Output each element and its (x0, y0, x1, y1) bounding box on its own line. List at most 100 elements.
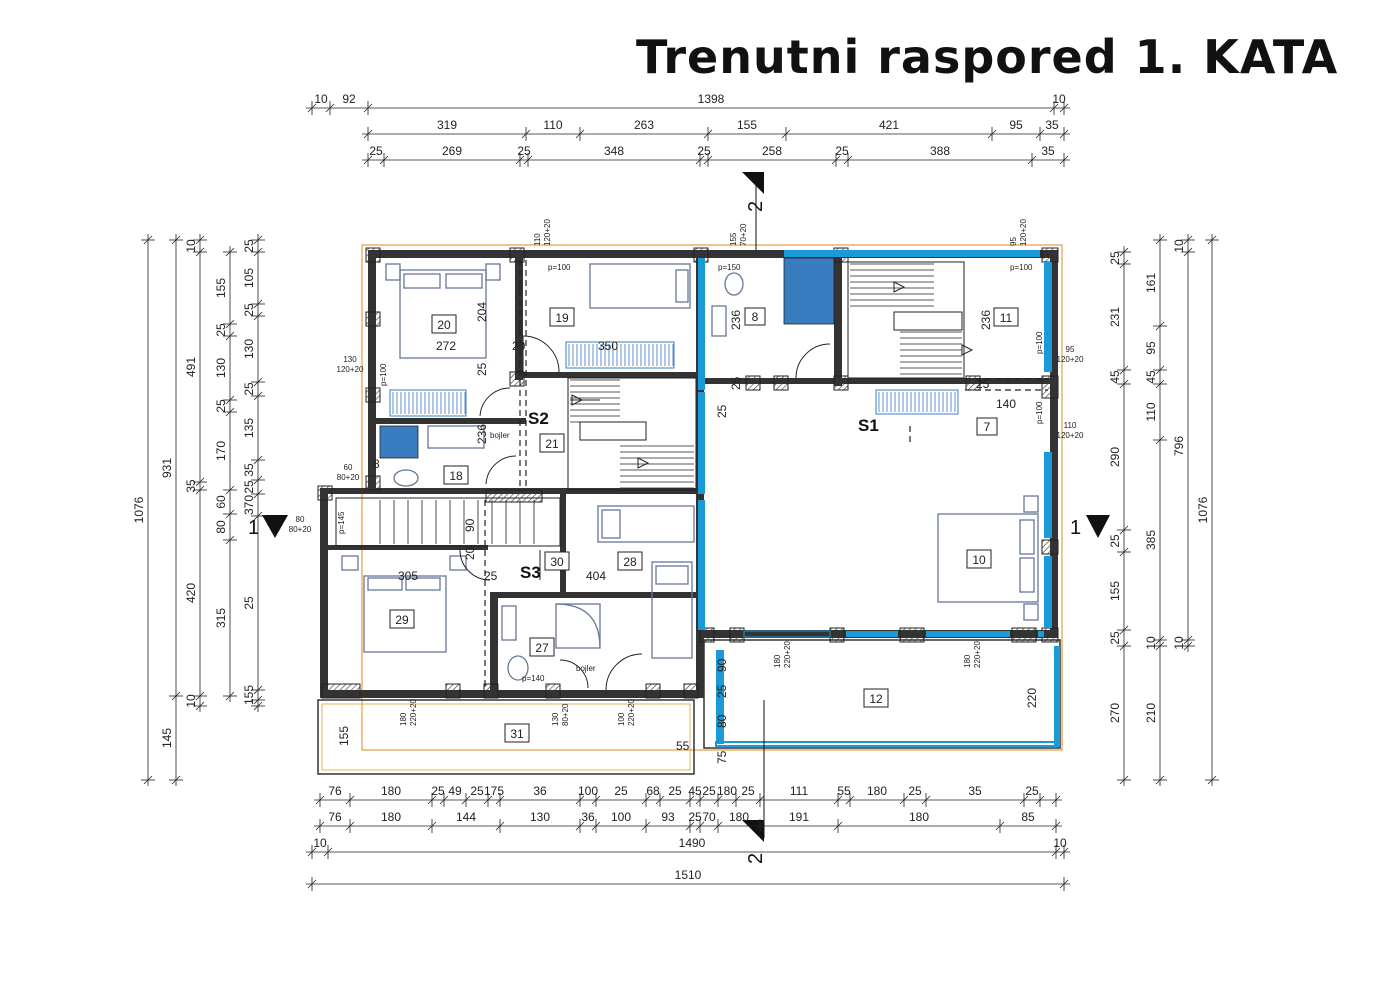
bottom-dim-row1-label: 76 (328, 784, 342, 798)
opening-label: 100 (617, 712, 626, 726)
bottom-dim-row1-label: 25 (702, 784, 716, 798)
bottom-dim-row1-label: 35 (968, 784, 982, 798)
right-dim-inner-label: 270 (1108, 703, 1122, 723)
right-dim-second-label: 385 (1144, 530, 1158, 550)
room-8: 8 (752, 310, 759, 324)
svg-text:350: 350 (598, 339, 618, 353)
svg-text:p=150: p=150 (718, 263, 741, 272)
left-dim-fifth-label: 25 (242, 303, 256, 317)
left-dim-fifth-label: 25 (242, 596, 256, 610)
radiators (389, 341, 959, 417)
bottom-dim-row1-label: 25 (908, 784, 922, 798)
svg-text:p=140: p=140 (522, 674, 545, 683)
bottom-dim-row2-label: 180 (729, 810, 749, 824)
svg-text:p=100: p=100 (548, 263, 571, 272)
zone-s3: S3 (520, 563, 541, 582)
svg-text:272: 272 (436, 339, 456, 353)
bottom-dim-row1-label: 111 (790, 784, 809, 798)
right-dim-inner-label: 231 (1108, 307, 1122, 327)
svg-text:20: 20 (463, 546, 477, 560)
stair-s2 (567, 377, 697, 491)
left-dim-fourth-label: 155 (214, 278, 228, 298)
right-dim-inner-label: 25 (1108, 534, 1122, 548)
svg-text:204: 204 (475, 302, 489, 322)
right-dim-inner-label: 45 (1108, 370, 1122, 384)
opening-label: 120+20 (1019, 219, 1028, 246)
top-dim-row1-label: 1398 (698, 92, 725, 106)
room-boxes (389, 307, 1019, 743)
interior-dims: 272 204 350 236 236 140 305 404 20 25 23… (337, 302, 1039, 764)
bottom-dim-row3-label: 10 (1053, 836, 1067, 850)
opening-label: 70+20 (739, 223, 748, 246)
opening-label: 130 (551, 712, 560, 726)
room-28: 28 (623, 555, 637, 569)
opening-label: 110 (1064, 421, 1077, 430)
opening-label: 220+20 (783, 641, 792, 668)
svg-text:p=100: p=100 (1035, 331, 1044, 354)
bottom-dim-row1-label: 25 (470, 784, 484, 798)
right-dim-third-label: 10 (1172, 636, 1186, 650)
right-dim-second-label: 110 (1144, 402, 1158, 421)
left-dim-third-label: 10 (184, 694, 198, 708)
svg-text:25: 25 (976, 377, 990, 391)
room-20: 20 (437, 318, 451, 332)
bottom-dim-row3-label: 10 (313, 836, 327, 850)
top-dim-row2-label: 155 (737, 118, 757, 132)
opening-label: 95 (1066, 345, 1075, 354)
bottom-dim-row3-label: 1490 (679, 836, 706, 850)
top-dim-row3-label: 269 (442, 144, 462, 158)
top-dim-row3-label: 388 (930, 144, 950, 158)
opening-label: 120+20 (1057, 431, 1084, 440)
svg-text:20: 20 (512, 339, 526, 353)
opening-label: 95 (1009, 237, 1018, 246)
top-dim-row3-label: 35 (1041, 144, 1055, 158)
opening-label: 220+20 (973, 641, 982, 668)
svg-text:bojler: bojler (490, 431, 510, 440)
top-dim-row2-label: 319 (437, 118, 457, 132)
opening-label: 180 (773, 654, 782, 668)
right-dim-inner-label: 25 (1108, 251, 1122, 265)
bottom-dim-row2-label: 180 (909, 810, 929, 824)
bottom-dim-row1-label: 25 (1025, 784, 1039, 798)
window-annotations: p=100 p=100 p=150 p=100 p=100 p=100 p=14… (337, 263, 1044, 683)
top-dim-row3-label: 348 (604, 144, 624, 158)
top-dim-row3-label: 258 (762, 144, 782, 158)
top-dim-row1-label: 92 (342, 92, 356, 106)
bottom-dim-row1-label: 25 (668, 784, 682, 798)
svg-text:p=100: p=100 (1035, 401, 1044, 424)
cut-label-bottom: 2 (745, 853, 767, 864)
bottom-dim-row1-label: 45 (688, 784, 702, 798)
zone-s1: S1 (858, 416, 879, 435)
svg-text:25: 25 (715, 684, 729, 698)
svg-text:236: 236 (729, 310, 743, 330)
top-dim-row2-label: 95 (1009, 118, 1023, 132)
svg-text:p=100: p=100 (379, 363, 388, 386)
top-dim-row3-label: 25 (697, 144, 711, 158)
room-27: 27 (535, 641, 549, 655)
room-19: 19 (555, 311, 569, 325)
opening-label: 155 (729, 232, 738, 246)
bottom-dim-row2-label: 25 (688, 810, 702, 824)
opening-label: 180 (399, 712, 408, 726)
svg-text:p=145: p=145 (337, 511, 346, 534)
right-dim-second-label: 210 (1144, 703, 1158, 723)
left-dim-outer-label: 1076 (132, 496, 146, 523)
left-dim-fourth-label: 25 (214, 399, 228, 413)
section-cuts (262, 172, 1110, 842)
left-dim-fourth-label: 25 (214, 323, 228, 337)
bottom-dim-row1-label: 180 (717, 784, 737, 798)
bottom-dim-row2-label: 100 (611, 810, 631, 824)
right-dim-second-label: 161 (1144, 273, 1158, 293)
left-dim-fifth-label: 25 (242, 382, 256, 396)
svg-text:220: 220 (1025, 688, 1039, 708)
opening-label: 80+20 (337, 473, 360, 482)
building-outline (317, 244, 1063, 775)
left-dim-fifth-label: 105 (242, 268, 256, 288)
opening-label: 80 (296, 515, 305, 524)
left-dim-fourth-label: 315 (214, 608, 228, 628)
left-dim-fourth-label: 60 (214, 495, 228, 509)
opening-label: 120+20 (543, 219, 552, 246)
bottom-dim-row2-label: 85 (1021, 810, 1035, 824)
